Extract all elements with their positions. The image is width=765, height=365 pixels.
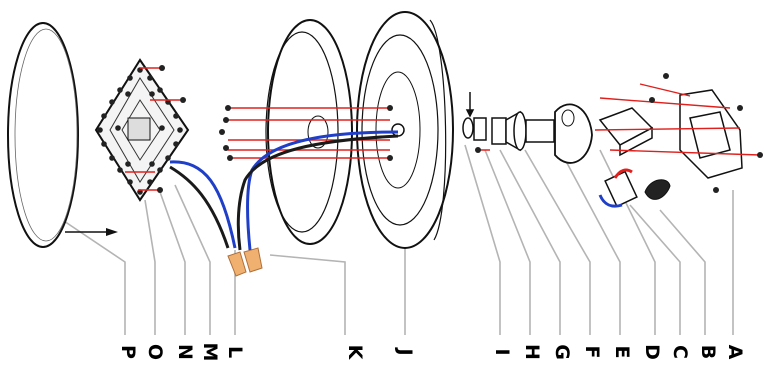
part-label-k: K: [344, 345, 366, 361]
leader-o: [144, 199, 156, 335]
led-dot: [147, 75, 153, 81]
leader-m: [174, 184, 211, 335]
stem-assembly: [462, 92, 555, 153]
housing-wires: [236, 130, 399, 251]
led-dot: [125, 91, 131, 97]
canopy: [554, 103, 593, 164]
part-label-h: H: [521, 344, 543, 360]
part-label-i: I: [491, 348, 513, 355]
led-dot: [109, 155, 115, 161]
part-label-o: O: [144, 344, 166, 360]
part-label-p: P: [117, 345, 139, 359]
led-dot: [97, 127, 103, 133]
frame-ring: [265, 19, 353, 245]
leader-e: [559, 149, 621, 335]
bracket-screw-heads: [649, 73, 763, 193]
black-wire-left: [169, 165, 230, 249]
part-label-e: E: [611, 346, 633, 359]
part-label-f: F: [581, 346, 603, 359]
led-dot: [117, 87, 123, 93]
part-label-c: C: [669, 345, 691, 359]
led-dot: [147, 179, 153, 185]
led-dots: [97, 67, 183, 195]
leader-c: [629, 204, 681, 335]
black-wire-right: [236, 134, 399, 251]
connector-cap: [644, 179, 671, 200]
board-wires: [169, 160, 237, 249]
led-board: [94, 58, 190, 202]
leader-p: [54, 214, 126, 335]
part-label-a: A: [724, 345, 746, 360]
leader-h: [484, 149, 531, 335]
leader-f: [524, 149, 591, 335]
leader-k: [269, 254, 346, 335]
led-dot: [173, 113, 179, 119]
base-housing: [356, 11, 454, 249]
part-label-j: J: [394, 346, 416, 355]
leader-b: [659, 209, 706, 335]
led-dot: [127, 75, 133, 81]
board-screws: [125, 65, 186, 193]
led-dot: [173, 141, 179, 147]
led-dot: [125, 161, 131, 167]
part-label-l: L: [224, 346, 246, 358]
blue-wire-left: [169, 160, 237, 249]
part-label-m: M: [199, 343, 221, 362]
led-dot: [101, 113, 107, 119]
leader-i: [464, 144, 501, 335]
part-label-b: B: [697, 345, 719, 359]
led-dot: [109, 99, 115, 105]
wire-nuts: [227, 247, 263, 277]
led-dot: [101, 141, 107, 147]
terminal-block: [598, 168, 638, 208]
leader-g: [499, 149, 561, 335]
led-dot: [115, 125, 121, 131]
led-dot: [149, 161, 155, 167]
led-dot: [177, 127, 183, 133]
led-dot: [157, 87, 163, 93]
led-dot: [159, 125, 165, 131]
led-dot: [127, 179, 133, 185]
led-dot: [117, 167, 123, 173]
diffuser-lens: [7, 22, 118, 248]
led-dot: [149, 91, 155, 97]
mounting-bracket: [598, 89, 743, 179]
part-label-d: D: [641, 344, 663, 360]
part-label-g: G: [551, 344, 573, 360]
part-label-n: N: [174, 344, 196, 360]
bracket-screws: [594, 83, 761, 156]
led-dot: [157, 167, 163, 173]
leader-n: [159, 191, 186, 335]
screw-heads: [219, 105, 393, 161]
led-dot: [165, 155, 171, 161]
